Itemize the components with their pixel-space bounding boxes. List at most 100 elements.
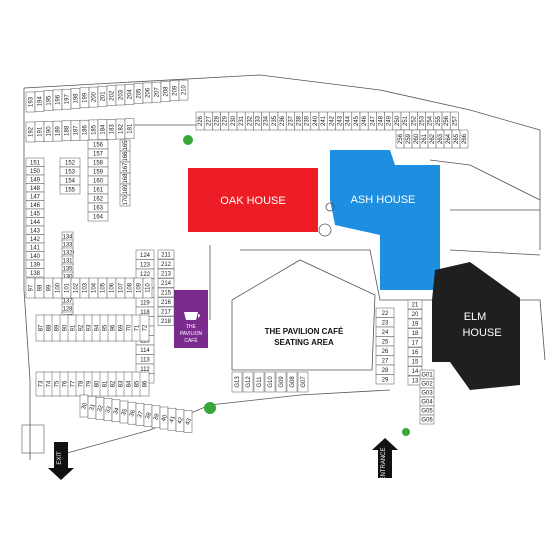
parking-bay[interactable]: 106 xyxy=(106,277,117,299)
parking-bay[interactable]: 73 xyxy=(35,371,46,397)
parking-bay[interactable]: 104 xyxy=(88,277,99,299)
parking-bay[interactable]: 83 xyxy=(115,371,126,397)
parking-bay[interactable]: 107 xyxy=(115,277,126,299)
parking-bay[interactable]: 80 xyxy=(91,371,102,397)
parking-bay[interactable]: 254 xyxy=(425,111,435,131)
parking-bay[interactable]: 193 xyxy=(25,91,36,113)
parking-bay[interactable]: 86 xyxy=(139,371,150,397)
parking-bay[interactable]: 156 xyxy=(87,139,109,150)
parking-bay[interactable]: 154 xyxy=(59,175,81,186)
parking-bay[interactable]: 79 xyxy=(83,371,94,397)
parking-bay[interactable]: 26 xyxy=(375,345,395,356)
parking-bay[interactable]: 70 xyxy=(123,314,134,342)
parking-bay[interactable]: G08 xyxy=(286,371,298,393)
parking-bay[interactable]: 260 xyxy=(411,129,421,149)
entrance-arrow-icon[interactable] xyxy=(372,438,398,478)
parking-bay[interactable]: 158 xyxy=(87,157,109,168)
parking-bay[interactable]: 253 xyxy=(417,111,426,131)
parking-bay[interactable]: 15 xyxy=(407,356,423,367)
parking-bay[interactable]: 113 xyxy=(135,354,155,365)
parking-bay[interactable]: 205 xyxy=(133,83,144,104)
parking-bay[interactable]: 168 xyxy=(119,172,131,185)
parking-bay[interactable]: 261 xyxy=(419,129,429,149)
parking-bay[interactable]: 122 xyxy=(135,268,155,279)
parking-bay[interactable]: 145 xyxy=(25,208,45,218)
parking-bay[interactable]: G01 xyxy=(419,369,435,380)
parking-bay[interactable]: 28 xyxy=(375,364,395,375)
parking-bay[interactable]: 131 xyxy=(61,255,74,266)
parking-bay[interactable]: 19 xyxy=(407,318,423,329)
parking-bay[interactable]: 124 xyxy=(135,249,155,260)
parking-bay[interactable]: 142 xyxy=(25,234,45,244)
parking-bay[interactable]: 167 xyxy=(119,161,131,174)
parking-bay[interactable]: 138 xyxy=(25,268,45,278)
parking-bay[interactable]: 85 xyxy=(131,371,142,397)
parking-bay[interactable]: G10 xyxy=(264,371,276,393)
parking-bay[interactable]: 134 xyxy=(61,231,74,242)
parking-bay[interactable]: 114 xyxy=(135,344,155,355)
parking-bay[interactable]: 227 xyxy=(203,111,213,131)
parking-bay[interactable]: 248 xyxy=(376,111,385,131)
parking-bay[interactable]: 214 xyxy=(157,278,175,288)
parking-bay[interactable]: G12 xyxy=(242,371,254,393)
parking-bay[interactable]: 264 xyxy=(443,129,453,149)
parking-bay[interactable]: 238 xyxy=(294,111,303,131)
parking-bay[interactable]: 151 xyxy=(25,157,45,167)
parking-bay[interactable]: 165 xyxy=(119,139,131,152)
parking-bay[interactable]: G07 xyxy=(297,371,309,393)
parking-bay[interactable]: 196 xyxy=(52,89,63,111)
parking-bay[interactable]: 69 xyxy=(115,314,126,342)
parking-bay[interactable]: 246 xyxy=(359,111,369,131)
parking-bay[interactable]: 209 xyxy=(169,80,180,102)
parking-bay[interactable]: 192 xyxy=(25,121,36,143)
parking-bay[interactable]: 152 xyxy=(59,157,81,168)
parking-bay[interactable]: 206 xyxy=(142,82,153,104)
parking-bay[interactable]: 160 xyxy=(87,175,109,186)
parking-bay[interactable]: G03 xyxy=(419,387,435,398)
parking-bay[interactable]: 90 xyxy=(59,314,70,342)
parking-bay[interactable]: 153 xyxy=(59,166,81,177)
parking-bay[interactable]: 230 xyxy=(228,111,238,131)
parking-bay[interactable]: 72 xyxy=(139,314,150,342)
parking-bay[interactable]: 204 xyxy=(124,84,135,105)
parking-bay[interactable]: 201 xyxy=(97,86,108,107)
parking-bay[interactable]: 259 xyxy=(403,129,413,149)
parking-bay[interactable]: 237 xyxy=(285,111,295,131)
parking-bay[interactable]: 207 xyxy=(151,81,162,103)
parking-bay[interactable]: 232 xyxy=(244,111,254,131)
parking-bay[interactable]: 71 xyxy=(131,314,142,342)
parking-bay[interactable]: 252 xyxy=(408,111,418,131)
parking-bay[interactable]: 234 xyxy=(261,111,271,131)
parking-bay[interactable]: 123 xyxy=(135,259,155,270)
parking-bay[interactable]: 161 xyxy=(87,184,109,195)
parking-bay[interactable]: 195 xyxy=(43,90,54,111)
parking-bay[interactable]: 186 xyxy=(79,119,90,141)
parking-bay[interactable]: 229 xyxy=(220,111,230,131)
parking-bay[interactable]: 266 xyxy=(459,129,469,149)
parking-bay[interactable]: 108 xyxy=(124,277,135,299)
parking-bay[interactable]: 240 xyxy=(310,111,320,131)
parking-bay[interactable]: 139 xyxy=(25,259,45,269)
parking-bay[interactable]: 22 xyxy=(375,307,395,318)
elm-house[interactable] xyxy=(432,262,520,390)
parking-bay[interactable]: 135 xyxy=(61,263,74,274)
parking-bay[interactable]: 144 xyxy=(25,217,45,227)
parking-bay[interactable]: 17 xyxy=(407,337,423,348)
parking-bay[interactable]: 202 xyxy=(106,85,117,106)
parking-bay[interactable]: 262 xyxy=(427,129,437,149)
parking-bay[interactable]: 203 xyxy=(115,84,126,106)
parking-bay[interactable]: 100 xyxy=(52,277,63,299)
parking-bay[interactable]: G06 xyxy=(419,414,435,425)
parking-bay[interactable]: 95 xyxy=(99,314,110,342)
parking-bay[interactable]: 21 xyxy=(407,299,423,310)
parking-bay[interactable]: 191 xyxy=(34,121,45,142)
parking-bay[interactable]: 235 xyxy=(269,111,279,131)
parking-bay[interactable]: 29 xyxy=(375,374,395,385)
parking-bay[interactable]: 88 xyxy=(43,314,54,342)
parking-bay[interactable]: G11 xyxy=(253,371,265,393)
parking-bay[interactable]: 188 xyxy=(61,120,72,142)
parking-bay[interactable]: 215 xyxy=(157,287,175,298)
parking-bay[interactable]: 181 xyxy=(124,118,135,139)
parking-bay[interactable]: G13 xyxy=(231,371,243,393)
parking-bay[interactable]: G02 xyxy=(419,378,435,389)
